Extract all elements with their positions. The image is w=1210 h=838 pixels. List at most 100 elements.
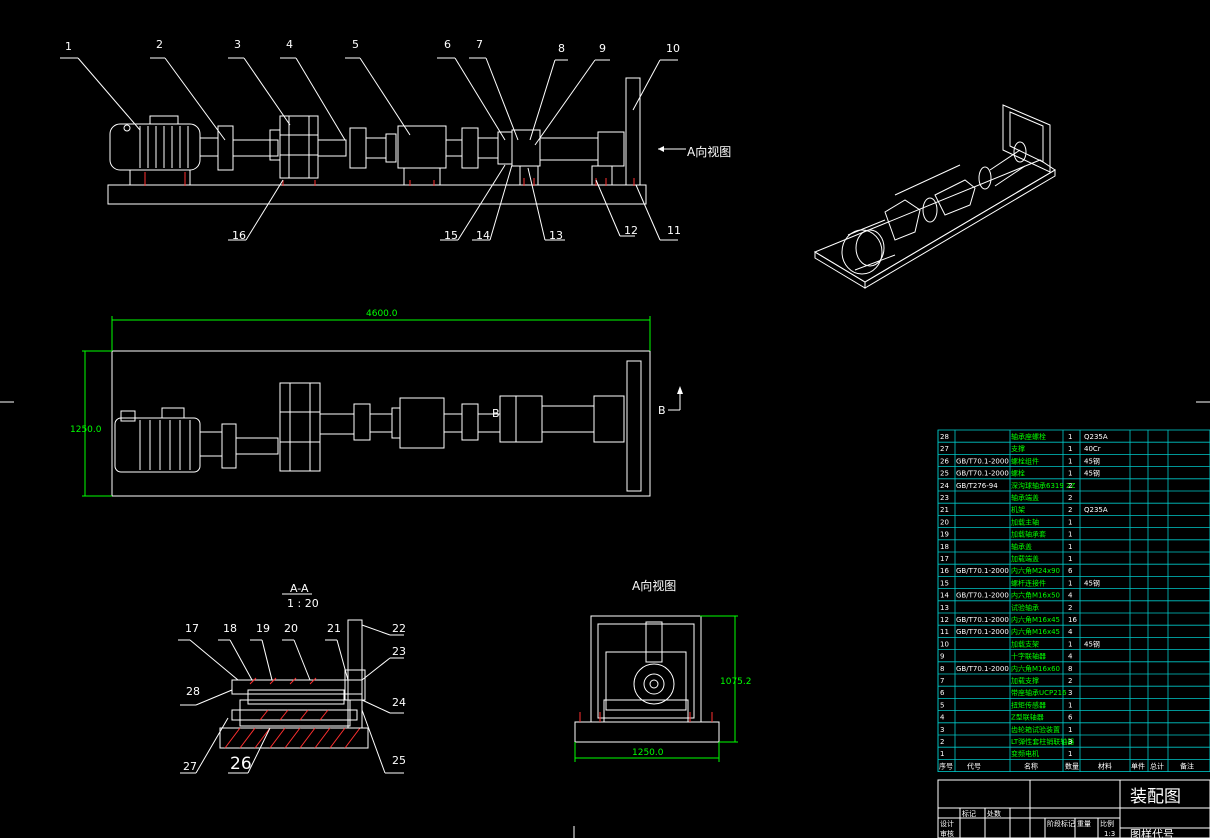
dim-overall-length: 4600.0 [366, 309, 398, 319]
bom-row-code: GB/T70.1-2000 [956, 616, 1009, 624]
bom-row-qty: 2 [1068, 482, 1072, 490]
bom-row-no: 11 [940, 628, 949, 636]
bom-row-qty: 2 [1068, 677, 1072, 685]
section-view: A-A 1 : 20 [178, 582, 406, 774]
bom-row-qty: 3 [1068, 738, 1072, 746]
bom-row-no: 23 [940, 494, 949, 502]
bom-row-qty: 1 [1068, 726, 1072, 734]
isometric-view [813, 104, 1056, 289]
balloon-27: 27 [183, 760, 197, 773]
bom-row-name: 深沟球轴承6319 2Z [1011, 481, 1075, 490]
tb-scale: 1:3 [1104, 830, 1115, 838]
bom-row-name: 带座轴承UCP216 [1011, 688, 1067, 697]
bom-row-name: 十字联轴器 [1011, 652, 1046, 661]
section-scale: 1 : 20 [287, 597, 319, 610]
title-block: 标记 处数 设计 审核 阶段标记 重量 比例 1:3 装配图 图样代号 [937, 779, 1210, 838]
bom-row-material: 45钢 [1084, 469, 1100, 478]
bom-row-no: 4 [940, 714, 945, 722]
bom-header-qty: 数量 [1065, 762, 1079, 771]
bom-row-material: 40Cr [1084, 445, 1101, 453]
balloon-4: 4 [286, 38, 293, 51]
bom-row-no: 27 [940, 445, 949, 453]
bom-row-name: 螺栓 [1011, 469, 1025, 478]
balloon-23: 23 [392, 645, 406, 658]
a-view-title: A向视图 [632, 578, 676, 593]
bom-row-qty: 1 [1068, 518, 1072, 526]
balloon-20: 20 [284, 622, 298, 635]
bom-header-material: 材料 [1098, 762, 1112, 771]
bom-row-name: 齿轮箱试验装置 [1011, 725, 1060, 734]
tb-count: 处数 [987, 809, 1001, 818]
bom-row-qty: 8 [1068, 665, 1072, 673]
bom-row-qty: 2 [1068, 494, 1072, 502]
bom-row-qty: 1 [1068, 457, 1072, 465]
bom-row-name: 支撑 [1011, 444, 1025, 453]
tb-check: 审核 [940, 829, 954, 838]
b-marker-inner: B [492, 407, 500, 420]
balloon-14: 14 [476, 229, 490, 242]
bom-row-code: GB/T70.1-2000 [956, 665, 1009, 673]
bom-header-remark: 备注 [1180, 762, 1194, 771]
bom-row-material: Q235A [1084, 433, 1108, 441]
bom-row-name: 螺杆连接件 [1011, 578, 1046, 587]
bom-row-no: 26 [940, 457, 949, 465]
balloon-9: 9 [599, 42, 606, 55]
balloon-15: 15 [444, 229, 458, 242]
bom-row-no: 21 [940, 506, 949, 514]
bom-row-qty: 1 [1068, 531, 1072, 539]
bom-row-qty: 4 [1068, 628, 1073, 636]
balloon-18: 18 [223, 622, 237, 635]
dim-a-view-width: 1250.0 [632, 748, 664, 758]
bom-row-name: 加载支撑 [1011, 676, 1039, 685]
bom-row-qty: 6 [1068, 714, 1073, 722]
bom-row-qty: 16 [1068, 616, 1077, 624]
bom-row-name: 轴承座螺栓 [1011, 432, 1046, 441]
balloon-25: 25 [392, 754, 406, 767]
bom-row-code: GB/T70.1-2000 [956, 470, 1009, 478]
dim-overall-width: 1250.0 [70, 425, 102, 435]
bom-row-no: 25 [940, 470, 949, 478]
balloon-13: 13 [549, 229, 563, 242]
tb-weight: 重量 [1077, 820, 1091, 828]
balloon-leaders-top [60, 57, 678, 146]
bom-row-no: 24 [940, 482, 949, 490]
bom-row-qty: 4 [1068, 592, 1073, 600]
bom-row-name: 加载支架 [1011, 639, 1039, 648]
tb-design: 设计 [940, 819, 954, 828]
balloon-leaders-bottom [228, 164, 678, 241]
bom-row-no: 18 [940, 543, 949, 551]
bom-row-name: 内六角M16x50 [1011, 591, 1060, 600]
bom-row-no: 10 [940, 640, 949, 648]
bom-row-material: 45钢 [1084, 456, 1100, 465]
bom-row-code: GB/T276-94 [956, 482, 998, 490]
bom-row-qty: 1 [1068, 640, 1072, 648]
bom-row-no: 14 [940, 592, 949, 600]
balloon-16: 16 [232, 229, 246, 242]
bom-header-single: 单件 [1131, 762, 1145, 771]
a-view-arrow-label: A向视图 [687, 144, 731, 159]
balloons-top: 1 2 3 4 5 6 7 8 9 10 [65, 38, 680, 55]
front-view: A向视图 [107, 77, 731, 205]
bom-row-name: 轴承盖 [1011, 542, 1032, 551]
bom-row-code: GB/T70.1-2000 [956, 457, 1009, 465]
bom-row-name: 内六角M16x60 [1011, 664, 1060, 673]
plan-view: B B 4600.0 1250.0 [70, 309, 683, 497]
bom-row-code: GB/T70.1-2000 [956, 592, 1009, 600]
bom-row-material: 45钢 [1084, 639, 1100, 648]
bom-row-qty: 1 [1068, 579, 1072, 587]
bom-row-material: 45钢 [1084, 578, 1100, 587]
bom-row-no: 5 [940, 701, 944, 709]
bom-row-name: 试验轴承 [1011, 603, 1039, 612]
bom-row-name: 螺栓组件 [1011, 456, 1039, 465]
bom-row-name: Z型联轴器 [1011, 713, 1044, 722]
bom-row-material: Q235A [1084, 506, 1108, 514]
balloon-28: 28 [186, 685, 200, 698]
balloon-7: 7 [476, 38, 483, 51]
bom-row-no: 15 [940, 579, 949, 587]
tb-ratio: 比例 [1100, 819, 1114, 828]
bom-row-no: 17 [940, 555, 949, 563]
bom-row-qty: 1 [1068, 750, 1072, 758]
tb-mark: 标记 [962, 809, 976, 818]
bom-row-name: 变频电机 [1011, 749, 1039, 758]
